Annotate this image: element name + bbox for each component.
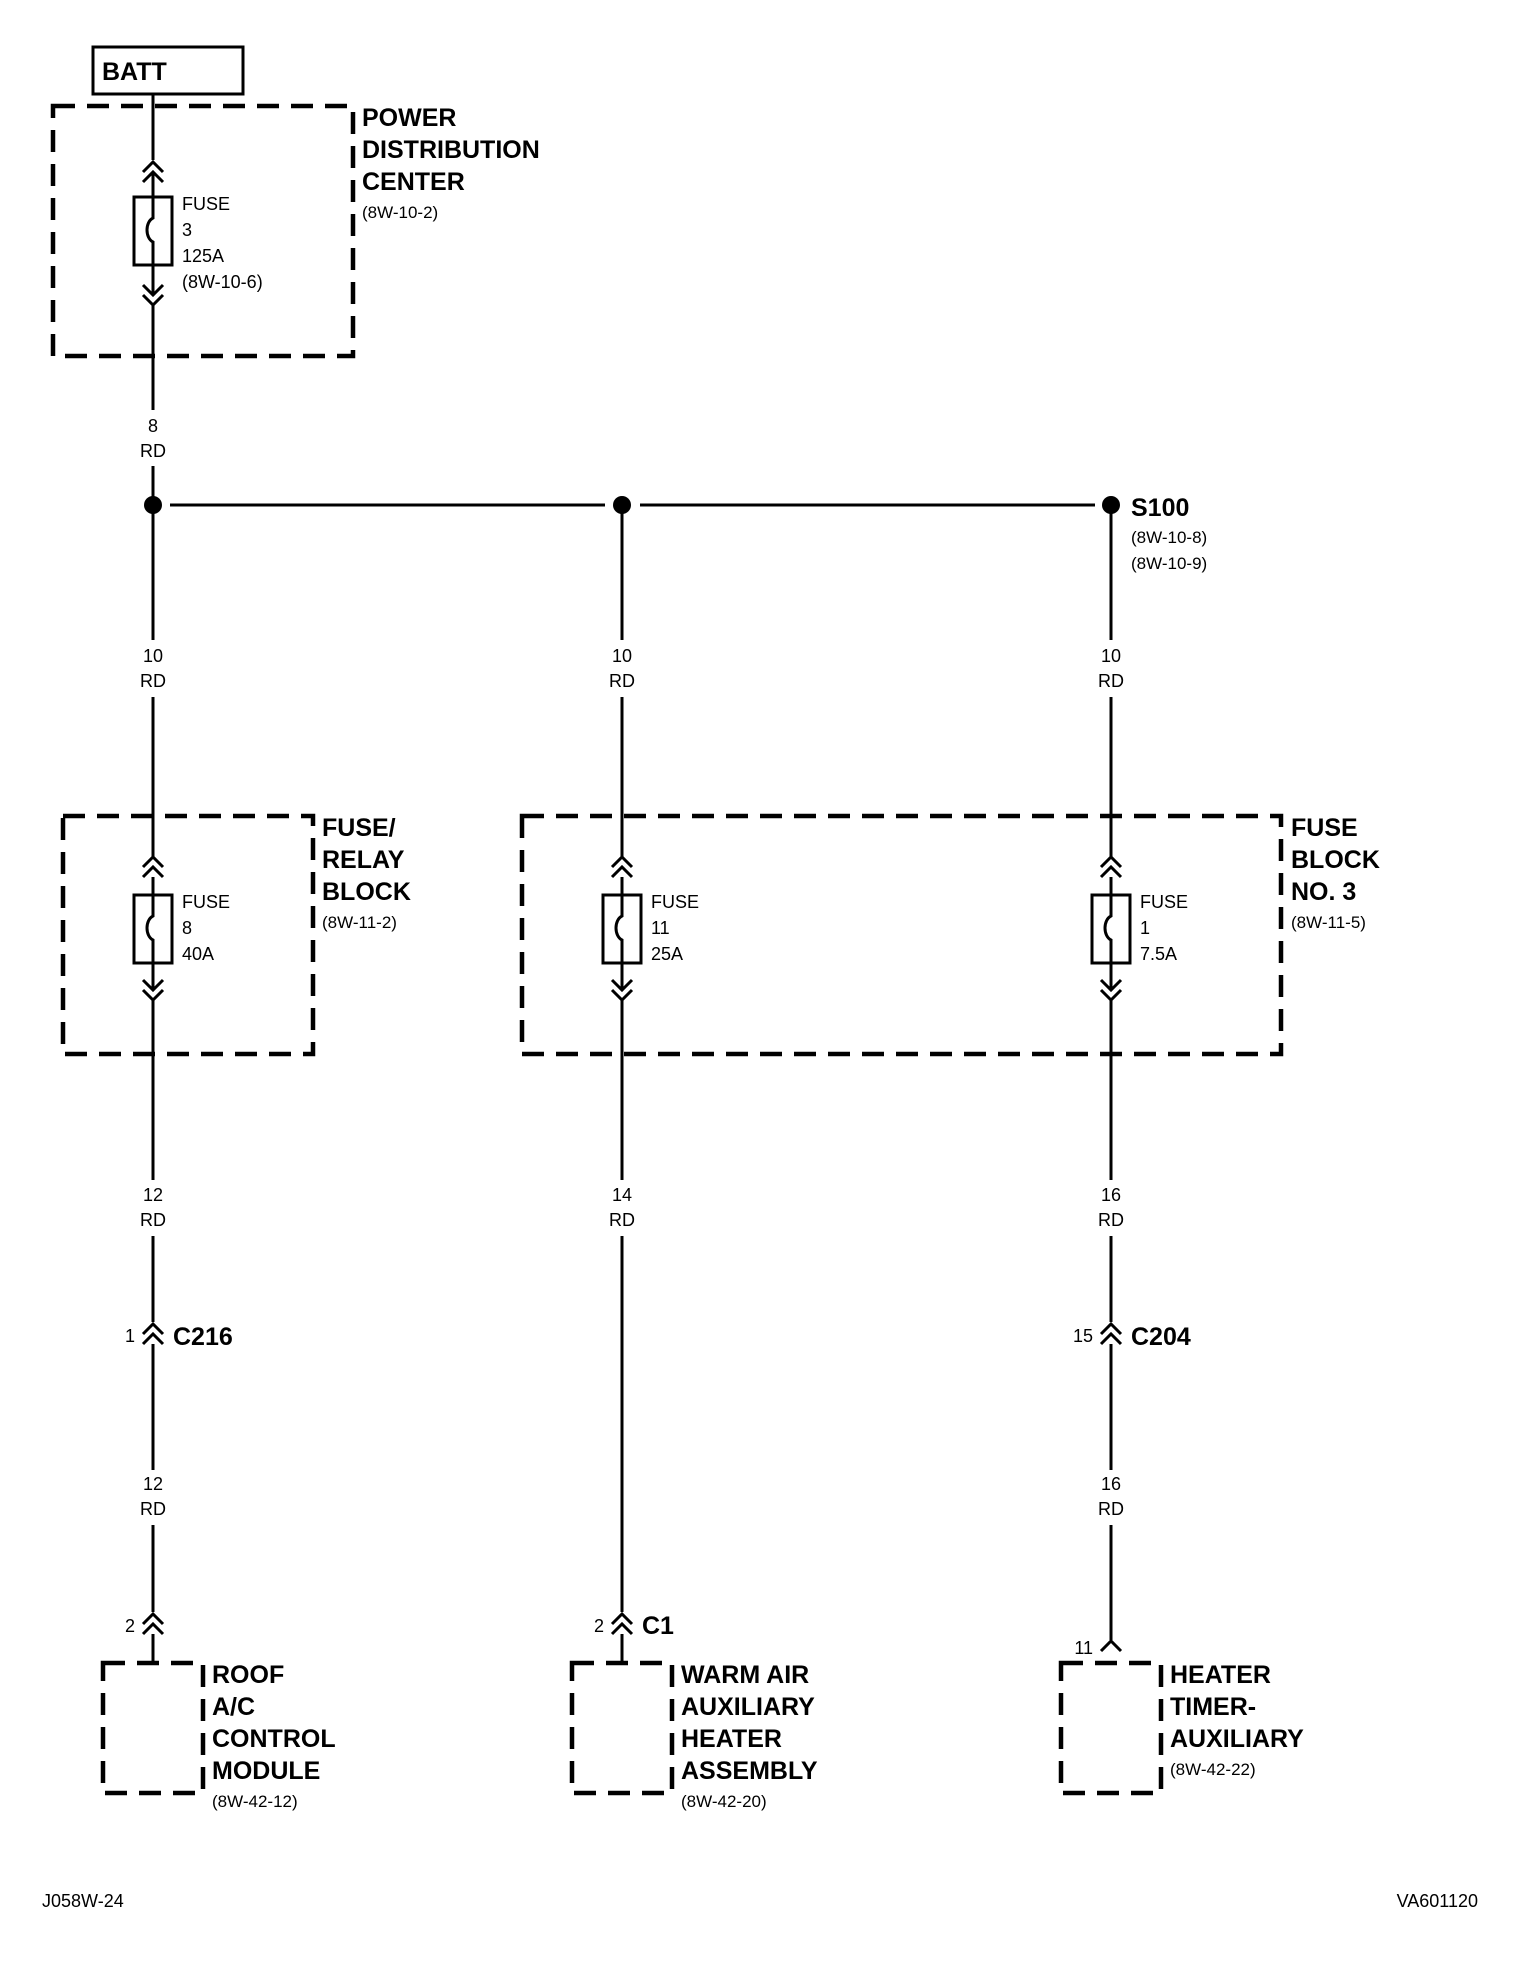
module-3-ref: (8W-42-22)	[1170, 1760, 1256, 1779]
batt-terminal: BATT	[91, 45, 245, 96]
fuse-3-number: 3	[182, 220, 192, 240]
post-c216-color: RD	[140, 1499, 166, 1519]
branch-1-color: RD	[140, 671, 166, 691]
lower-wire-3-gauge: 16	[1101, 1185, 1121, 1205]
branch-3-gauge: 10	[1101, 646, 1121, 666]
fuse-3-label: FUSE	[182, 194, 230, 214]
roof-ac-control-module	[100, 1611, 206, 1796]
c204-id: C204	[1131, 1323, 1191, 1351]
splice-ref-2: (8W-10-9)	[1131, 554, 1207, 573]
fuse-8-label: FUSE	[182, 892, 230, 912]
lower-wire-2-gauge: 14	[612, 1185, 632, 1205]
connector-c204-symbol	[1099, 1321, 1123, 1346]
c216-id: C216	[173, 1323, 233, 1351]
footer-left-code: J058W-24	[42, 1891, 124, 1911]
wire-8rd-color: RD	[140, 441, 166, 461]
fuse-1-symbol	[1090, 854, 1132, 1003]
lower-wire-3-color: RD	[1098, 1210, 1124, 1230]
warm-air-auxiliary-heater-assembly	[569, 1611, 675, 1796]
fuse-8-symbol	[132, 854, 174, 1003]
footer-right-code: VA601120	[1397, 1891, 1478, 1911]
module-3-pin: 11	[1074, 1638, 1093, 1658]
post-c204-color: RD	[1098, 1499, 1124, 1519]
fuse-11-label: FUSE	[651, 892, 699, 912]
frb-title-line-3: BLOCK	[322, 878, 411, 906]
heater-timer-auxiliary	[1058, 1638, 1164, 1796]
c204-pin: 15	[1073, 1326, 1093, 1346]
splice-s100: S100 (8W-10-8) (8W-10-9)	[144, 494, 1207, 573]
fuse-3-ref: (8W-10-6)	[182, 272, 263, 292]
fb3-title-line-3: NO. 3	[1291, 878, 1356, 906]
post-c204-gauge: 16	[1101, 1474, 1121, 1494]
module-3-title-3: AUXILIARY	[1170, 1725, 1304, 1753]
module-1-ref: (8W-42-12)	[212, 1792, 298, 1811]
post-c216-gauge: 12	[143, 1474, 163, 1494]
module-3-title-1: HEATER	[1170, 1661, 1271, 1689]
fuse-1-label: FUSE	[1140, 892, 1188, 912]
splice-ref-1: (8W-10-8)	[1131, 528, 1207, 547]
module-1-pin: 2	[125, 1616, 135, 1636]
frb-title-line-1: FUSE/	[322, 814, 396, 842]
fuse-8-rating: 40A	[182, 944, 214, 964]
fb3-title-line-2: BLOCK	[1291, 846, 1380, 874]
fuse-11-symbol	[601, 854, 643, 1003]
lower-wire-1-gauge: 12	[143, 1185, 163, 1205]
connector-c216-symbol	[141, 1321, 165, 1346]
branch-2-gauge: 10	[612, 646, 632, 666]
wire-8rd-gauge: 8	[148, 416, 158, 436]
module-1-title-1: ROOF	[212, 1661, 284, 1689]
branch-1-gauge: 10	[143, 646, 163, 666]
fuse-1-rating: 7.5A	[1140, 944, 1177, 964]
module-3-title-2: TIMER-	[1170, 1693, 1256, 1721]
fuse-relay-block: FUSE/ RELAY BLOCK (8W-11-2)	[60, 813, 411, 1057]
module-1-title-2: A/C	[212, 1693, 255, 1721]
pdc-title-line-3: CENTER	[362, 168, 465, 196]
fuse-1-number: 1	[1140, 918, 1150, 938]
fb3-title-line-1: FUSE	[1291, 814, 1358, 842]
module-1-title-3: CONTROL	[212, 1725, 336, 1753]
batt-label: BATT	[102, 58, 167, 86]
c216-pin: 1	[125, 1326, 135, 1346]
fuse-11-rating: 25A	[651, 944, 683, 964]
module-2-connector: C1	[642, 1612, 674, 1640]
fuse-block-no-3: FUSE BLOCK NO. 3 (8W-11-5)	[519, 813, 1380, 1057]
module-2-title-2: AUXILIARY	[681, 1693, 815, 1721]
fuse-8-number: 8	[182, 918, 192, 938]
fuse-11-number: 11	[651, 918, 670, 938]
power-distribution-center: POWER DISTRIBUTION CENTER (8W-10-2)	[50, 103, 540, 359]
module-2-pin: 2	[594, 1616, 604, 1636]
splice-id: S100	[1131, 494, 1189, 522]
branch-2-color: RD	[609, 671, 635, 691]
frb-title-line-2: RELAY	[322, 846, 405, 874]
fb3-ref: (8W-11-5)	[1291, 913, 1366, 932]
module-2-ref: (8W-42-20)	[681, 1792, 767, 1811]
frb-ref: (8W-11-2)	[322, 913, 397, 932]
lower-wire-1-color: RD	[140, 1210, 166, 1230]
pdc-title-line-2: DISTRIBUTION	[362, 136, 540, 164]
module-2-title-1: WARM AIR	[681, 1661, 809, 1689]
lower-wire-2-color: RD	[609, 1210, 635, 1230]
pdc-title-line-1: POWER	[362, 104, 456, 132]
module-1-title-4: MODULE	[212, 1757, 320, 1785]
pdc-ref: (8W-10-2)	[362, 203, 438, 222]
fuse-3-rating: 125A	[182, 246, 224, 266]
branch-3-color: RD	[1098, 671, 1124, 691]
module-2-title-3: HEATER	[681, 1725, 782, 1753]
module-2-title-4: ASSEMBLY	[681, 1757, 818, 1785]
